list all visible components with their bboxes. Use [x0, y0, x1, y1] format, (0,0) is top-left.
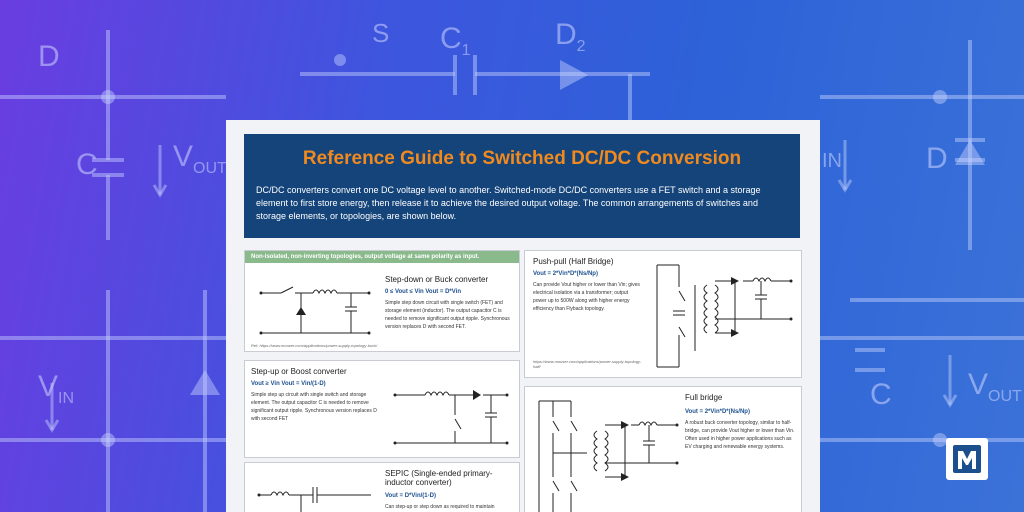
boost-title: Step-up or Boost converter	[251, 367, 347, 376]
boost-converter-card: Step-up or Boost converter Vout ≥ Vin Vo…	[244, 360, 520, 458]
boost-description: Simple step up circuit with single switc…	[251, 392, 377, 422]
bg-label-c1: C1	[440, 22, 471, 59]
document-header: Reference Guide to Switched DC/DC Conver…	[244, 134, 800, 238]
bg-label-s: S	[372, 18, 390, 48]
buck-reference: Ref: https://www.mouser.com/applications…	[251, 343, 378, 348]
document-title: Reference Guide to Switched DC/DC Conver…	[302, 148, 742, 169]
fullbridge-description: A robust buck converter topology, simila…	[685, 420, 795, 450]
bg-label-c-right: C	[870, 378, 892, 411]
bg-label-d2: D2	[555, 18, 586, 55]
fullbridge-title: Full bridge	[685, 393, 723, 402]
pushpull-circuit	[656, 264, 793, 368]
document-intro: DC/DC converters convert one DC voltage …	[256, 185, 761, 221]
boost-formula: Vout ≥ Vin Vout = Vin/(1-D)	[251, 381, 326, 387]
pushpull-description: Can provide Vout higher or lower than Vi…	[533, 282, 640, 312]
bg-label-c-left: C	[76, 148, 98, 181]
boost-circuit	[393, 390, 509, 445]
mouser-logo	[946, 438, 988, 480]
sepic-converter-card: SEPIC (Single-ended primary-inductor con…	[244, 462, 520, 512]
sepic-title: SEPIC (Single-ended primary-inductor con…	[385, 469, 493, 487]
sepic-description: Can step-up or step down as required to …	[385, 504, 495, 510]
pushpull-formula: Vout = 2*Vin*D*(Ns/Np)	[533, 271, 598, 277]
section-header: Non-isolated, non-inverting topologies, …	[245, 251, 519, 263]
buck-title: Step-down or Buck converter	[385, 275, 489, 284]
bg-label-vout-left: VOUT	[173, 140, 227, 177]
bg-label-vout-right: VOUT	[968, 368, 1022, 405]
push-pull-card: Push-pull (Half Bridge) Vout = 2*Vin*D*(…	[524, 250, 802, 378]
pushpull-title: Push-pull (Half Bridge)	[533, 257, 614, 266]
bg-label-vin-left: VIN	[38, 370, 75, 407]
mouser-logo-mark	[953, 445, 981, 473]
pushpull-reference: https://www.mouser.com/applications/powe…	[533, 359, 642, 369]
bg-label-d-right: D	[926, 142, 948, 175]
reference-guide-document: Reference Guide to Switched DC/DC Conver…	[226, 120, 820, 512]
buck-circuit	[259, 286, 371, 335]
buck-formula: 0 ≤ Vout ≤ Vin Vout = D*Vin	[385, 289, 461, 295]
bg-label-vin-right: IN	[822, 150, 842, 172]
fullbridge-circuit	[538, 400, 679, 512]
buck-description: Simple step down circuit with single swi…	[385, 300, 510, 330]
sepic-formula: Vout = D*Vin/(1-D)	[385, 493, 436, 499]
buck-converter-card: Non-isolated, non-inverting topologies, …	[244, 250, 520, 352]
sepic-circuit	[257, 487, 371, 512]
bg-label-d-left: D	[38, 40, 60, 73]
fullbridge-formula: Vout = 2*Vin*D*(Ns/Np)	[685, 409, 750, 415]
full-bridge-card: Full bridge Vout = 2*Vin*D*(Ns/Np) A rob…	[524, 386, 802, 512]
